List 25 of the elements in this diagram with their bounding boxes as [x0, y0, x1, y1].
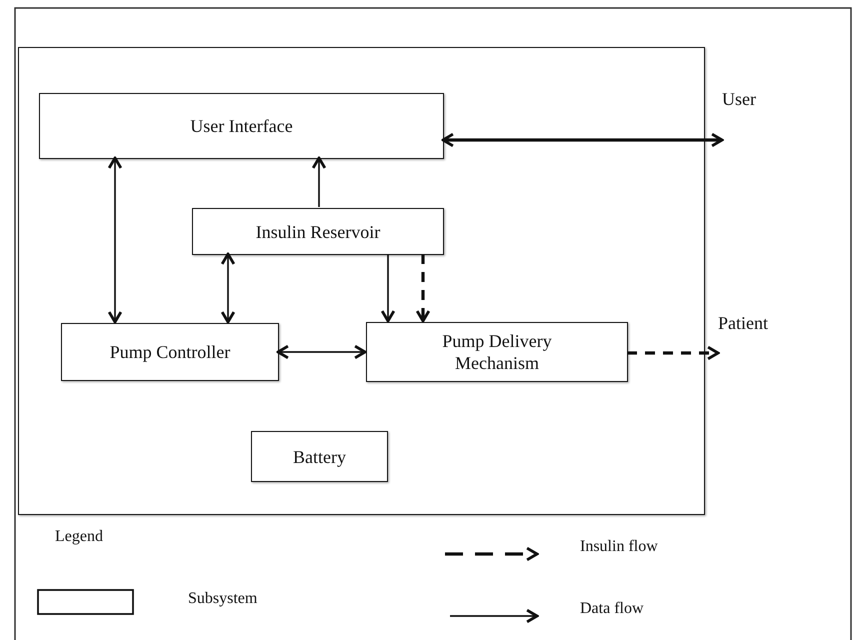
- system-boundary-box: [18, 47, 705, 515]
- subsystem-box: [192, 208, 444, 255]
- legend-text: Insulin flow: [580, 538, 658, 556]
- subsystem-name: User Interface: [190, 115, 293, 137]
- subsystem-name: Pump Delivery Mechanism: [441, 330, 553, 374]
- arrow: [220, 252, 236, 324]
- legend-text: Data flow: [580, 600, 644, 618]
- dashed-arrow: [416, 254, 430, 322]
- legend-text: Subsystem: [188, 590, 258, 608]
- arrow: [380, 254, 396, 322]
- dashed-arrow: [627, 346, 720, 360]
- subsystem-name: Insulin Reservoir: [256, 220, 380, 242]
- subsystem-name: Pump Controller: [110, 341, 230, 363]
- arrow: [312, 156, 326, 207]
- subsystem-box: [61, 323, 279, 381]
- legend-heading: Legend: [55, 528, 103, 546]
- arrow: [108, 156, 122, 324]
- endpoint-label: User: [722, 88, 756, 110]
- subsystem-name: Battery: [293, 446, 346, 468]
- subsystem-box: [39, 93, 444, 159]
- arrow: [276, 344, 366, 360]
- endpoint-label: Patient: [718, 312, 768, 334]
- arrow: [442, 132, 724, 148]
- subsystem-box: [366, 322, 628, 382]
- subsystem-box: [251, 431, 388, 482]
